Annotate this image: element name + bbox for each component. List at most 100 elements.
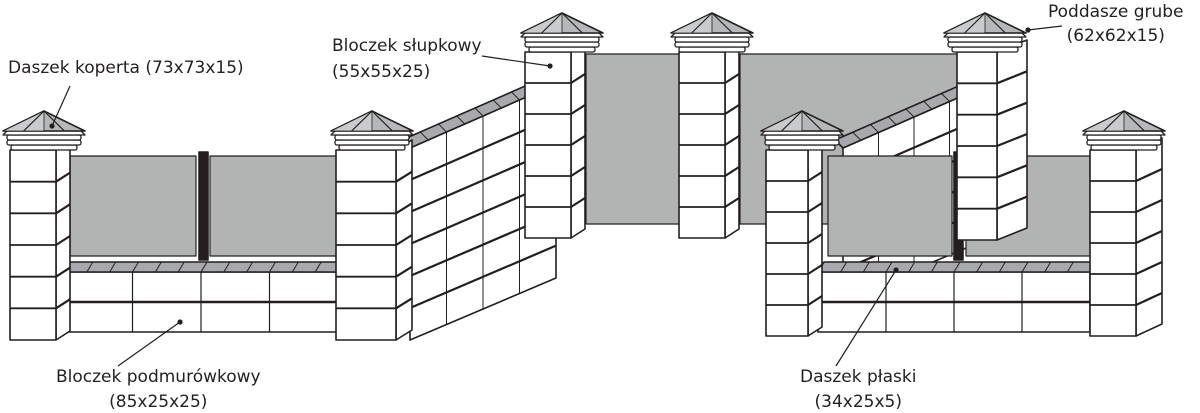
panel-left-1 bbox=[69, 155, 197, 257]
leader-daszek-koperta-dot bbox=[49, 123, 55, 129]
pillar-back-1 bbox=[524, 42, 586, 239]
pillar-front-3-course-side bbox=[807, 233, 823, 244]
label-bloczek-podmurowkowy-size: (85x25x25) bbox=[109, 392, 208, 412]
cap-back-3-ridge bbox=[964, 12, 986, 34]
cap-front-1-ridge bbox=[23, 110, 45, 132]
pillar-back-1-course-side bbox=[570, 166, 586, 177]
leader-bloczek-slupkowy bbox=[481, 55, 551, 67]
cap-back-1-plate bbox=[524, 41, 600, 48]
pillar-back-1-course-side bbox=[570, 73, 586, 84]
pillar-back-2-course-side bbox=[724, 166, 740, 177]
diagonal-wall-right-coping-joint bbox=[941, 93, 950, 102]
cap-front-1-pyramid-lit bbox=[2, 110, 45, 132]
cap-front-3-plate bbox=[768, 144, 836, 151]
label-daszek-koperta: Daszek koperta (73x73x15) bbox=[8, 58, 244, 78]
leader-daszek-plaski bbox=[835, 269, 897, 367]
cap-front-1-plate bbox=[6, 139, 82, 146]
label-bloczek-podmurowkowy: Bloczek podmurówkowy (85x25x25) bbox=[56, 367, 261, 412]
leader-poddasze-grube bbox=[1027, 25, 1063, 31]
diagonal-wall-right-coping-joint bbox=[923, 100, 933, 110]
pillar-front-3-course-side bbox=[807, 295, 823, 306]
pillar-back-3-course-side bbox=[996, 101, 1028, 116]
label-poddasze-grube: Poddasze grube (62x62x15) bbox=[1048, 2, 1184, 46]
pillar-front-4-course-side bbox=[1135, 199, 1163, 213]
pillar-front-2-course-side bbox=[395, 265, 413, 278]
panel-right-1 bbox=[827, 155, 953, 257]
pillars bbox=[2, 12, 1166, 341]
leader-lines bbox=[49, 25, 1063, 367]
foundation-left-tile-joint bbox=[109, 261, 117, 273]
pillar-front-1-course-side bbox=[55, 203, 71, 215]
foundation-right-tile-joint bbox=[885, 261, 893, 273]
pillar-front-1-course-side bbox=[55, 235, 71, 246]
pillar-front-4-course-side bbox=[1135, 168, 1163, 182]
cap-back-1 bbox=[520, 12, 604, 53]
pillar-front-1-course-side bbox=[55, 298, 71, 310]
pillar-back-1-course-side bbox=[570, 104, 586, 115]
cap-front-2 bbox=[330, 110, 414, 151]
cap-front-2-plate bbox=[338, 144, 406, 151]
cap-front-1-plate bbox=[6, 134, 82, 141]
foundation-left-tile-joint bbox=[132, 261, 139, 273]
cap-front-4-plate bbox=[1090, 144, 1158, 151]
pillar-front-1 bbox=[9, 140, 71, 341]
pillar-front-2-course-side bbox=[395, 202, 413, 215]
pillar-back-3-course-side bbox=[996, 132, 1028, 148]
pillar-back-1-course-side bbox=[570, 135, 586, 146]
foundation-left-tile-joint bbox=[269, 261, 276, 273]
pillar-back-2-course-side bbox=[724, 73, 740, 84]
label-daszek-plaski: Daszek płaski (34x25x5) bbox=[800, 367, 916, 412]
diagonal-wall-left-coping-joint bbox=[456, 115, 466, 125]
label-bloczek-slupkowy-text: Bloczek słupkowy bbox=[332, 36, 482, 56]
foundation-left-tile-joint bbox=[291, 261, 299, 273]
gate-panel-left bbox=[585, 53, 681, 225]
pillar-back-2-course-side bbox=[724, 197, 740, 208]
panel-left-2 bbox=[209, 155, 339, 257]
foundation-right-tile-joint bbox=[862, 261, 870, 273]
cap-back-2-plate bbox=[678, 46, 746, 53]
pillar-back-3-course-side bbox=[996, 70, 1028, 85]
pillar-front-4-course-side bbox=[1135, 292, 1163, 306]
label-bloczek-podmurowkowy-text: Bloczek podmurówkowy bbox=[56, 367, 261, 387]
cap-back-2-ridge bbox=[711, 12, 733, 34]
diagonal-wall-right-coping-joint bbox=[887, 116, 897, 126]
cap-back-1-plate bbox=[524, 36, 600, 43]
cap-back-2-pyramid-lit bbox=[670, 12, 713, 34]
foundation-right-tile-joint bbox=[953, 261, 961, 273]
cap-front-4-plate bbox=[1086, 139, 1162, 146]
foundation-right-tile-joint bbox=[1066, 261, 1074, 273]
cap-back-2-ridge bbox=[691, 12, 713, 34]
cap-back-2 bbox=[670, 12, 754, 53]
foundation-right-tile-joint bbox=[1021, 261, 1029, 273]
cap-front-1-plate bbox=[10, 144, 78, 151]
diagonal-wall-left-coping-joint bbox=[511, 91, 520, 101]
pillar-back-3-course-side bbox=[996, 195, 1028, 210]
leader-daszek-koperta bbox=[51, 85, 71, 127]
label-daszek-plaski-size: (34x25x5) bbox=[814, 392, 902, 412]
cap-front-2-ridge bbox=[371, 110, 393, 132]
pillar-front-2 bbox=[335, 139, 413, 341]
cap-front-4 bbox=[1082, 110, 1166, 151]
diagonal-wall-left-coping-joint bbox=[474, 107, 484, 117]
leader-bloczek-slupkowy-dot bbox=[547, 63, 553, 69]
foundation-right-tile-joint bbox=[840, 261, 848, 273]
diagonal-wall-left-coping-joint bbox=[492, 99, 502, 109]
cap-back-1-plate bbox=[528, 46, 596, 53]
cap-back-2-plate bbox=[674, 41, 750, 48]
foundation-left-tile-joint bbox=[177, 261, 185, 273]
foundation-left-tile-joint bbox=[200, 261, 208, 273]
pillar-back-2-course-side bbox=[724, 135, 740, 146]
cap-front-3-ridge bbox=[781, 110, 803, 132]
pillar-back-3 bbox=[956, 39, 1028, 241]
pillar-front-3-course-side bbox=[807, 202, 823, 213]
cap-front-4-ridge bbox=[1103, 110, 1125, 132]
leader-bloczek-podmurowkowy-dot bbox=[177, 319, 183, 325]
label-daszek-plaski-text: Daszek płaski bbox=[800, 367, 917, 387]
cap-back-1-ridge bbox=[561, 12, 583, 34]
cap-back-1-ridge bbox=[541, 12, 563, 34]
cap-back-3-plate bbox=[947, 41, 1023, 48]
cap-back-3-pyramid-lit bbox=[943, 12, 986, 34]
label-bloczek-slupkowy: Bloczek słupkowy (55x55x25) bbox=[332, 36, 482, 82]
pillar-front-4-course-side bbox=[1135, 230, 1163, 244]
